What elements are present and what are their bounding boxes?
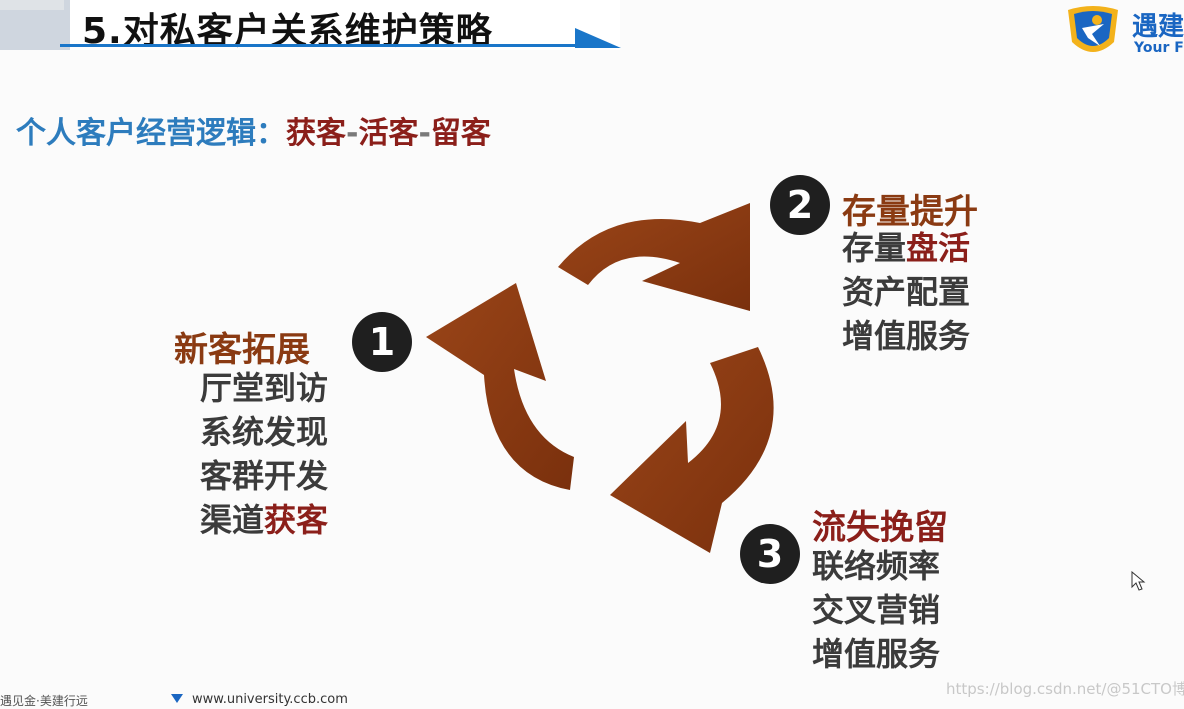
title-underline: [60, 44, 590, 47]
logo-text: 遇建: [1132, 12, 1184, 42]
subtitle-retain: 留客: [430, 116, 491, 151]
stage-badge-2: 2: [770, 175, 830, 235]
subtitle-prefix: 个人客户经营逻辑：: [16, 116, 286, 151]
stage-3-heading: 流失挽留: [812, 508, 948, 548]
stage-2-item-first: 存量盘活: [842, 226, 970, 270]
subtitle-acquire: 获客: [286, 116, 346, 151]
stage-1-item-last-prefix: 渠道: [200, 501, 265, 539]
footer-slogan: 遇见金·美建行远: [0, 694, 88, 708]
stage-3-item: 增值服务: [812, 635, 941, 673]
stage-2-item-first-prefix: 存量: [842, 229, 907, 267]
title-accent-triangle: [575, 28, 621, 48]
slide-subtitle: 个人客户经营逻辑：获客-活客-留客: [16, 108, 491, 152]
title-tab: [0, 0, 64, 10]
mouse-cursor-icon: [1131, 571, 1146, 591]
stage-3-item: 交叉营销: [812, 591, 941, 629]
subtitle-activate: 活客: [358, 116, 419, 151]
stage-2-items: 存量盘活 资产配置 增值服务: [842, 226, 970, 358]
logo-subtext: Your Fu: [1134, 40, 1184, 56]
stage-2-item-first-highlight: 盘活: [906, 229, 971, 267]
cycle-arrow-top: [558, 203, 750, 311]
stage-badge-1: 1: [352, 312, 412, 372]
stage-1-items: 厅堂到访 系统发现 客群开发 渠道获客: [200, 366, 328, 542]
cycle-arrow-left: [426, 283, 574, 490]
subtitle-separator: -: [418, 116, 431, 151]
stage-2-heading: 存量提升: [842, 192, 978, 232]
cycle-arrows-diagram: [426, 203, 774, 553]
subtitle-separator: -: [346, 116, 359, 151]
stage-1-heading: 新客拓展: [174, 330, 310, 370]
stage-1-item: 厅堂到访: [200, 369, 329, 407]
watermark: https://blog.csdn.net/@51CTO博客: [946, 680, 1184, 698]
stage-1-item-last-highlight: 获客: [264, 501, 329, 539]
logo-icon: [1068, 6, 1118, 52]
stage-3-item: 联络频率: [812, 547, 941, 585]
cycle-arrow-right: [610, 347, 774, 553]
stage-2-item: 增值服务: [842, 317, 971, 355]
footer-url[interactable]: www.university.ccb.com: [192, 692, 348, 707]
stage-1-item-last: 渠道获客: [200, 498, 328, 542]
stage-badge-3: 3: [740, 524, 800, 584]
stage-3-items: 联络频率 交叉营销 增值服务: [812, 544, 940, 676]
title-banner: [0, 0, 620, 50]
stage-1-item: 客群开发: [200, 457, 329, 495]
footer-logo-icon: [171, 694, 183, 703]
stage-1-item: 系统发现: [200, 413, 329, 451]
stage-2-item: 资产配置: [842, 273, 971, 311]
